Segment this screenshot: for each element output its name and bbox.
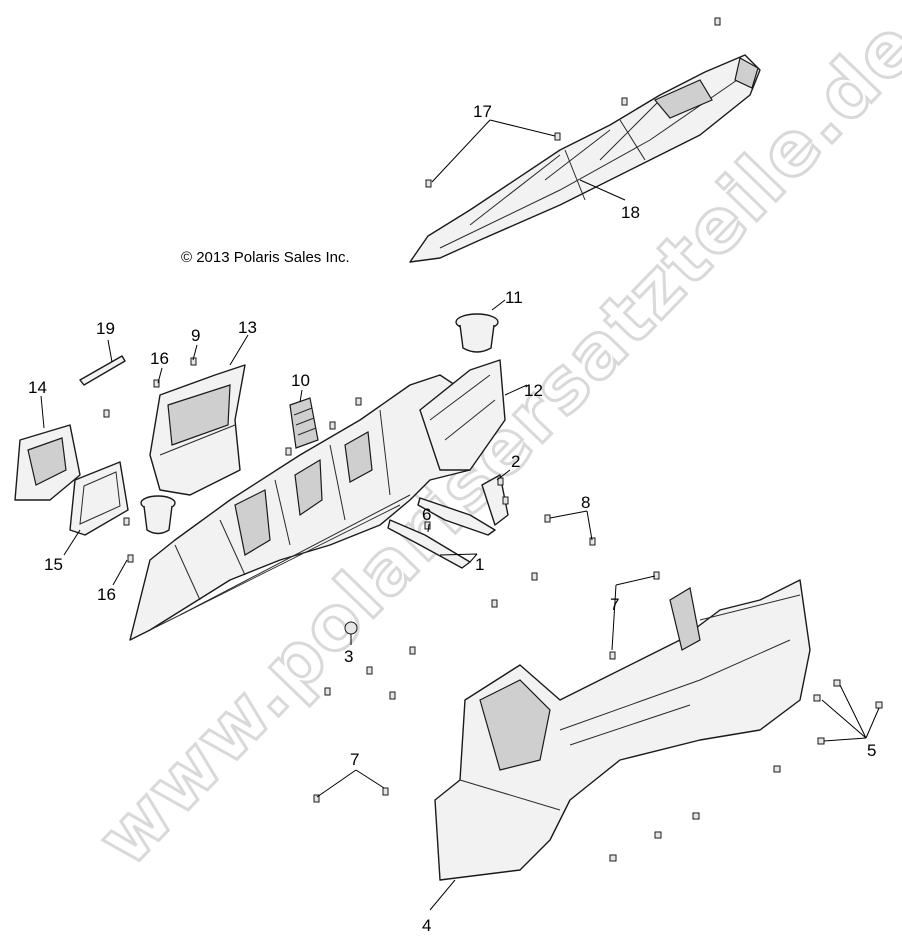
part-glove-box [149,364,246,496]
part-bezel-frame [14,424,81,501]
callout-12: 12 [524,381,543,400]
part-cup-holder-lower [140,495,176,535]
part-grommet [344,621,358,635]
part-vent [289,397,319,449]
callout-8: 8 [581,493,590,512]
part-support-bracket [387,519,471,569]
callout-4: 4 [422,916,431,935]
callout-18: 18 [621,203,640,222]
part-lower-dash [434,579,811,881]
callout-17: 17 [473,102,492,121]
part-seal-ring [69,461,129,536]
callout-2: 2 [511,452,520,471]
part-dash-top-panel [409,54,761,263]
callout-16-upper: 16 [150,349,169,368]
callout-19: 19 [96,319,115,338]
callout-3: 3 [344,647,353,666]
fasteners [103,17,883,862]
callout-6: 6 [422,505,431,524]
part-trim-strip [79,355,126,386]
callout-7-right: 7 [610,595,619,614]
callout-14: 14 [28,378,47,397]
callout-10: 10 [291,371,310,390]
callout-9: 9 [191,326,200,345]
callout-7-left: 7 [350,750,359,769]
callout-5: 5 [867,741,876,760]
callout-13: 13 [238,318,257,337]
part-dash-main [129,374,481,641]
part-right-bracket [419,359,506,471]
leader-lines [40,119,880,911]
callout-16-lower: 16 [97,585,116,604]
part-mount-bracket [481,474,509,526]
callout-11: 11 [505,288,523,307]
copyright-text: © 2013 Polaris Sales Inc. [181,249,350,266]
part-cup-holder-upper [455,313,499,353]
callout-15: 15 [44,555,63,574]
callout-1: 1 [475,555,484,574]
